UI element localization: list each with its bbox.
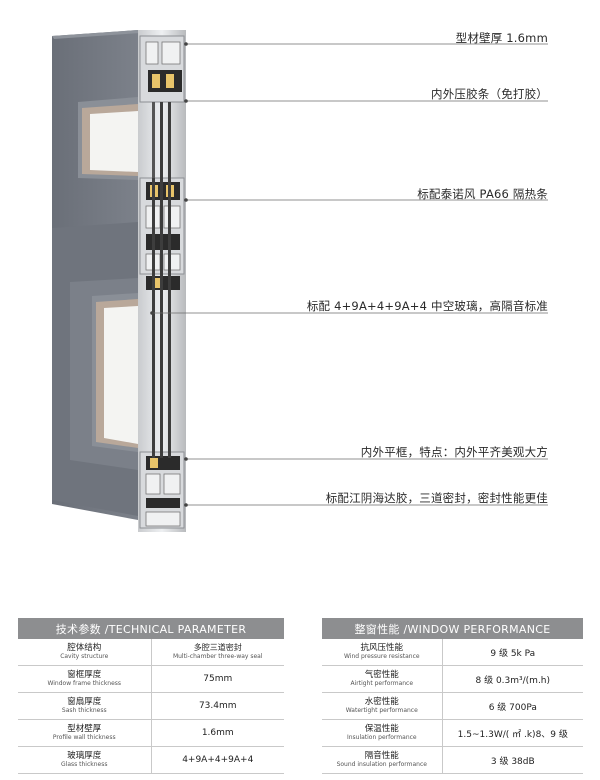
callout-gasket: 内外压胶条（免打胶） <box>431 87 548 101</box>
perf-label-en: Sound insulation performance <box>336 761 427 768</box>
perf-value: 1.5~1.3W/( ㎡ .k)8、9 级 <box>442 719 583 747</box>
perf-label: 气密性能 <box>364 670 399 680</box>
param-value: 75mm <box>151 665 284 693</box>
perf-label-en: Insulation performance <box>346 734 417 741</box>
perf-label: 抗风压性能 <box>360 643 404 653</box>
param-label-en: Glass thickness <box>61 761 108 768</box>
callout-thermal-strip: 标配泰诺风 PA66 隔热条 <box>417 187 548 201</box>
perf-value: 6 级 700Pa <box>442 692 583 720</box>
perf-label-en: Wind pressure resistance <box>343 653 420 660</box>
param-label: 型材壁厚 <box>67 724 102 734</box>
param-label-en: Cavity structure <box>60 653 109 660</box>
perf-value: 3 级 38dB <box>442 746 583 774</box>
callout-sealing: 标配江阴海达胶，三道密封，密封性能更佳 <box>325 491 548 505</box>
param-label: 腔体结构 <box>67 643 102 653</box>
param-label-en: Profile wall thickness <box>52 734 116 741</box>
window-profile-illustration: 型材壁厚 1.6mm 内外压胶条（免打胶） 标配泰诺风 PA66 隔热条 标配 … <box>52 30 548 532</box>
window-cross-section-drawing <box>52 30 548 532</box>
perf-label-en: Airtight performance <box>350 680 414 687</box>
param-value-en: Multi-chamber three-way seal <box>172 653 263 660</box>
param-label-en: Sash thickness <box>61 707 107 714</box>
callout-flush-frame: 内外平框，特点：内外平齐美观大方 <box>360 445 548 459</box>
callout-glass: 标配 4+9A+4+9A+4 中空玻璃，高隔音标准 <box>306 299 548 313</box>
param-label: 窗框厚度 <box>67 670 102 680</box>
callout-wall-thickness: 型材壁厚 1.6mm <box>455 31 548 45</box>
param-value: 多腔三道密封 <box>193 643 242 652</box>
param-label-en: Window frame thickness <box>47 680 122 687</box>
perf-label: 隔音性能 <box>364 751 399 761</box>
perf-label: 水密性能 <box>364 697 399 707</box>
perf-label: 保温性能 <box>364 724 399 734</box>
perf-value: 8 级 0.3m³/(m.h) <box>442 665 583 693</box>
param-value: 73.4mm <box>151 692 284 720</box>
param-label: 玻璃厚度 <box>67 751 102 761</box>
window-performance-title: 整窗性能 /WINDOW PERFORMANCE <box>322 618 583 639</box>
param-label: 窗扇厚度 <box>67 697 102 707</box>
technical-parameter-title: 技术参数 /TECHNICAL PARAMETER <box>18 618 284 639</box>
perf-label-en: Watertight performance <box>345 707 418 714</box>
param-value: 1.6mm <box>151 719 284 747</box>
perf-value: 9 级 5k Pa <box>442 639 583 666</box>
param-value: 4+9A+4+9A+4 <box>151 746 284 774</box>
